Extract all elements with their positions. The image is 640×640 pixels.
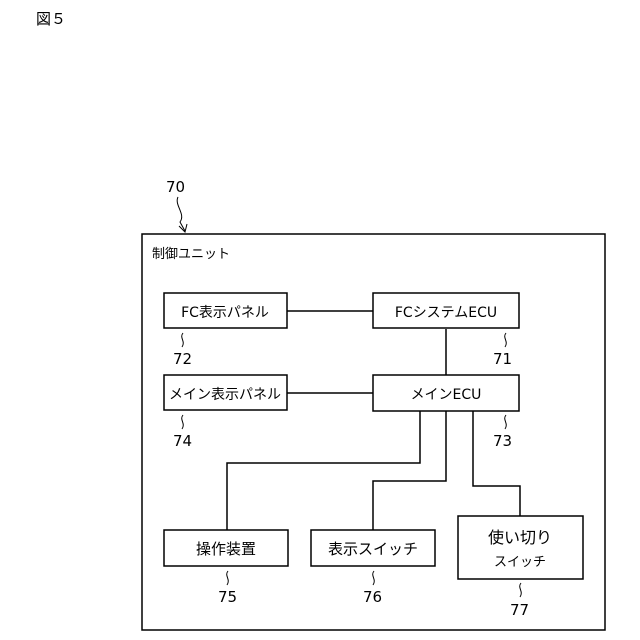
disposable-switch-ref: 77	[510, 601, 529, 619]
fc-system-ecu-label: FCシステムECU	[395, 305, 497, 321]
figure-label: 図５	[36, 10, 66, 28]
disposable-switch-label-line1: 使い切り	[488, 528, 552, 547]
display-switch-label: 表示スイッチ	[328, 540, 418, 558]
fc-system-ecu-ref: 71	[493, 350, 512, 368]
fc-display-panel-ref: 72	[173, 350, 192, 368]
control-unit-title: 制御ユニット	[152, 247, 230, 262]
operation-device-ref: 75	[218, 588, 237, 606]
main-display-panel-label: メイン表示パネル	[169, 387, 281, 403]
main-display-panel-ref: 74	[173, 432, 192, 450]
unit-ref-arrow	[177, 197, 185, 231]
display-switch-ref: 76	[363, 588, 382, 606]
main-ecu-label: メインECU	[411, 387, 482, 403]
main-ecu-ref: 73	[493, 432, 512, 450]
fc-display-panel-label: FC表示パネル	[181, 305, 269, 321]
unit-ref-number: 70	[166, 178, 185, 196]
operation-device-label: 操作装置	[196, 540, 256, 558]
disposable-switch-label-line2: スイッチ	[494, 555, 546, 570]
